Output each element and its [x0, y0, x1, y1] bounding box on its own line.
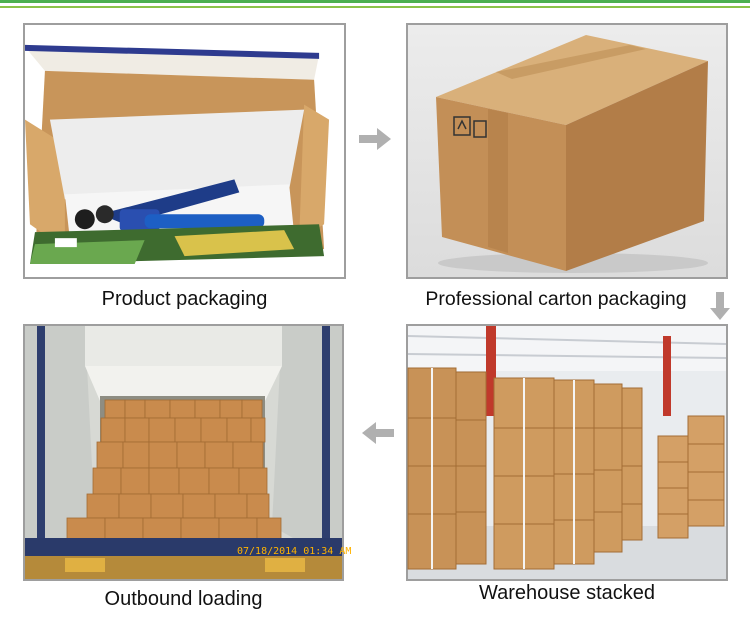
product-packaging-caption: Product packaging — [101, 288, 268, 310]
sealed-carton-image — [408, 25, 726, 277]
warehouse-stacked-photo — [406, 324, 728, 581]
arrow-left-icon — [362, 422, 394, 444]
product-in-box-image — [25, 25, 344, 277]
arrow-down-icon — [710, 292, 730, 320]
top-accent-bar — [0, 0, 750, 3]
photo-timestamp: 07/18/2014 01:34 AM — [237, 546, 351, 557]
arrow-right-icon — [359, 128, 391, 150]
warehouse-stacked-caption: Warehouse stacked — [478, 582, 655, 604]
carton-packaging-caption: Professional carton packaging — [425, 288, 687, 310]
sealed-carton-photo — [406, 23, 728, 279]
container-loading-photo: 07/18/2014 01:34 AM — [23, 324, 351, 581]
top-accent-line — [0, 6, 750, 8]
warehouse-stack-image — [407, 326, 727, 579]
outbound-loading-caption: Outbound loading — [104, 588, 263, 610]
product-packaging-photo — [23, 23, 346, 279]
container-loading-image: 07/18/2014 01:34 AM — [25, 326, 351, 579]
